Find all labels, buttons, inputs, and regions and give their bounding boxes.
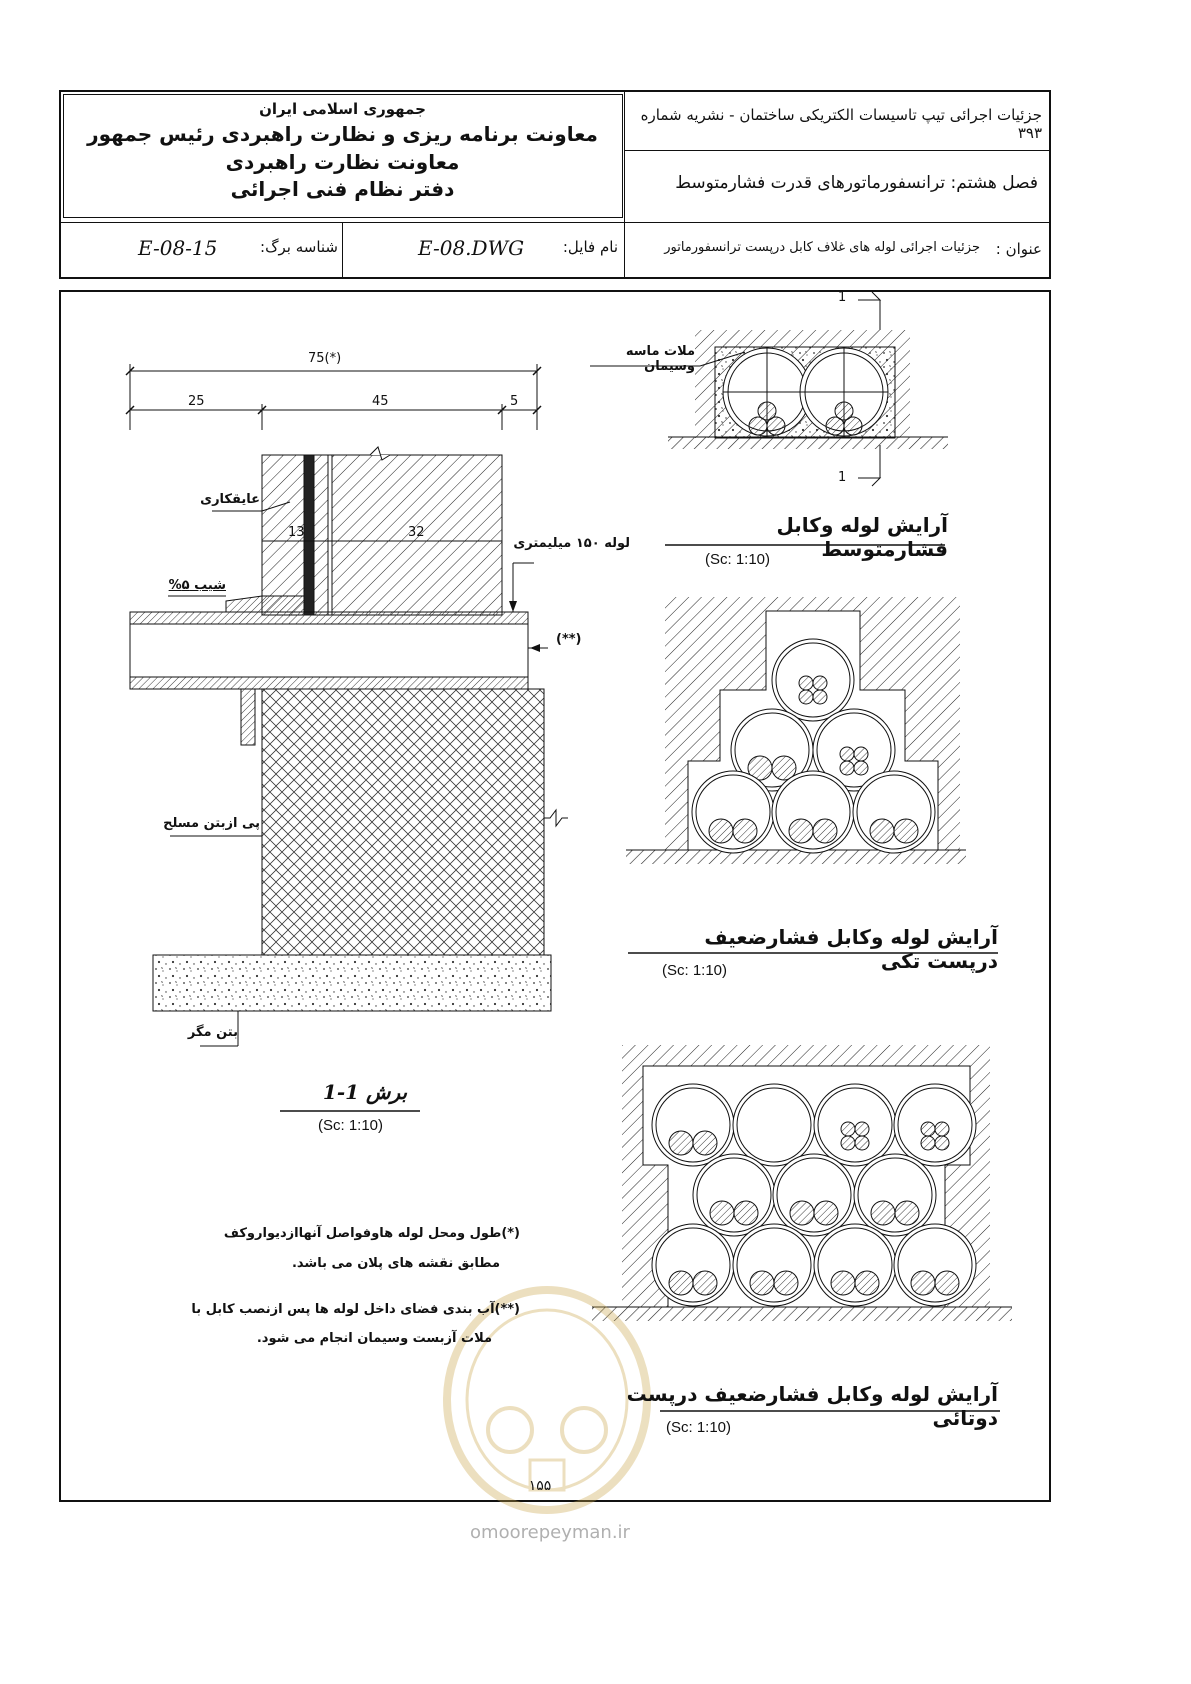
chapter-title: فصل هشتم: ترانسفورماتورهای قدرت فشارمتوس… bbox=[675, 173, 1038, 193]
dim-13: 13 bbox=[288, 525, 305, 540]
mv-scale: (Sc: 1:10) bbox=[705, 551, 771, 568]
gov-line-1: جمهوری اسلامی ایران bbox=[259, 100, 426, 118]
watermark-seal bbox=[443, 1286, 651, 1514]
file-label: نام فایل: bbox=[562, 238, 618, 256]
title-label: عنوان : bbox=[995, 240, 1042, 258]
label-pipe150: لوله ۱۵۰ میلیمتری bbox=[513, 536, 630, 551]
gov-line-2: معاونت برنامه ریزی و نظارت راهبردی رئیس … bbox=[87, 122, 598, 146]
label-lean-concrete: بتن مگر bbox=[187, 1025, 238, 1040]
title-divider-right bbox=[624, 150, 1051, 151]
gov-line-3: معاونت نظارت راهبردی bbox=[225, 150, 460, 174]
note-1-line-1: (*)طول ومحل لوله هاوفواصل آنهاازدیواروکف bbox=[223, 1226, 520, 1241]
sheet-id: E-08-15 bbox=[138, 236, 218, 260]
note-1-line-2: مطابق نقشه های پلان می باشد. bbox=[291, 1256, 500, 1271]
title-value: جزئیات اجرائی لوله های غلاف کابل درپست ت… bbox=[664, 240, 980, 255]
watermark-site: omoorepeyman.ir bbox=[470, 1522, 630, 1543]
dim-total: 75(*) bbox=[308, 351, 342, 366]
detail-lv-double-graphic bbox=[592, 1045, 1012, 1412]
title-block bbox=[59, 90, 1051, 279]
mv-title: آرایش لوله وکابل فشارمتوسط bbox=[776, 513, 948, 561]
title-divider-row bbox=[59, 222, 1051, 223]
dim-5: 5 bbox=[510, 394, 519, 409]
lv-single-scale: (Sc: 1:10) bbox=[662, 962, 728, 979]
marker-1-top: 1 bbox=[838, 290, 847, 305]
label-footing: پی ازبتن مسلح bbox=[163, 816, 260, 831]
lv-double-scale: (Sc: 1:10) bbox=[666, 1419, 732, 1436]
gov-line-4: دفتر نظام فنی اجرائی bbox=[230, 177, 455, 201]
title-divider-sheet bbox=[342, 222, 343, 279]
label-slope: شیب ۵% bbox=[168, 578, 226, 593]
label-insulation: عایقکاری bbox=[200, 492, 260, 507]
publication-title: جزئیات اجرائی تیپ تاسیسات الکتریکی ساختم… bbox=[640, 106, 1042, 142]
dim-25: 25 bbox=[188, 394, 205, 409]
title-block-inner bbox=[63, 94, 623, 218]
lv-double-title: آرایش لوله وکابل فشارضعیف درپست دوتائی bbox=[626, 1382, 998, 1430]
label-double-star: (**) bbox=[556, 632, 582, 647]
title-divider-main bbox=[624, 90, 625, 279]
dim-45: 45 bbox=[372, 394, 389, 409]
note-2-line-2: ملات آزبست وسیمان انجام می شود. bbox=[256, 1331, 492, 1346]
drawing-frame bbox=[59, 290, 1051, 1502]
section-title: برش 1-1 bbox=[322, 1080, 408, 1104]
label-mortar: ملات ماسه وسیمان bbox=[625, 344, 695, 374]
detail-mv-graphic bbox=[590, 291, 948, 546]
page-number: ۱۵۵ bbox=[528, 1478, 552, 1494]
lv-single-title: آرایش لوله وکابل فشارضعیف درپست تکی bbox=[704, 925, 998, 973]
note-2-line-1: (**)آب بندی فضای داخل لوله ها پس ازنصب ک… bbox=[191, 1302, 520, 1317]
file-name: E-08.DWG bbox=[418, 236, 525, 260]
marker-1-bottom: 1 bbox=[838, 470, 847, 485]
section-1-1 bbox=[125, 364, 568, 1112]
detail-lv-single-graphic bbox=[626, 597, 998, 954]
dim-32: 32 bbox=[408, 525, 425, 540]
section-scale: (Sc: 1:10) bbox=[318, 1117, 384, 1134]
sheet-id-label: شناسه برگ: bbox=[260, 238, 338, 256]
